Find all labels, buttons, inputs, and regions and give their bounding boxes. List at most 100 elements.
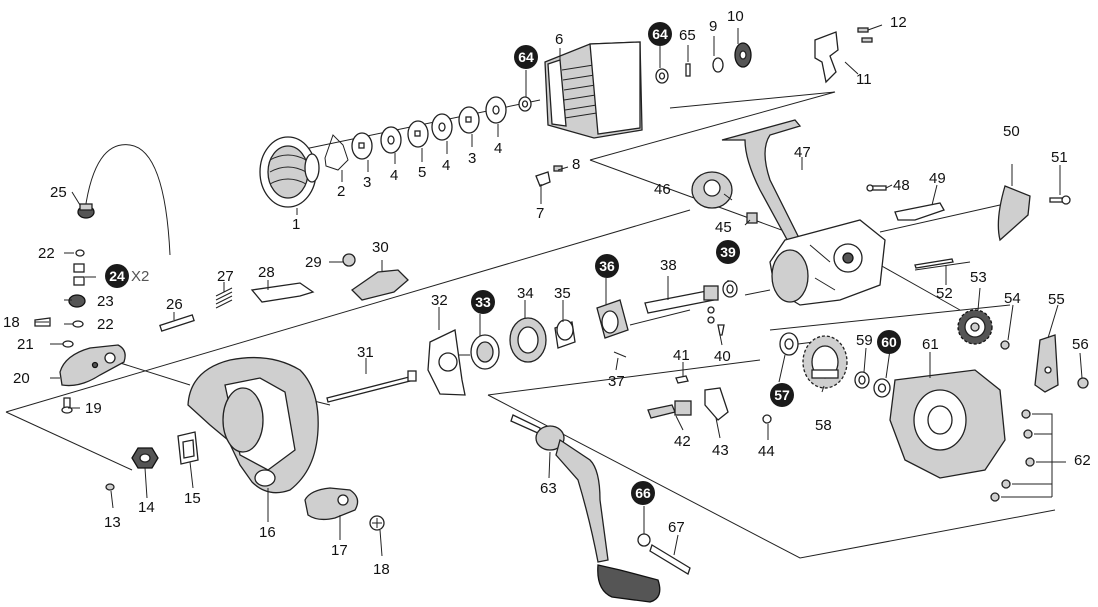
- part-number-labels: 1 2 3 4 5 4 3 4 6 7 8 9 10 11 12 67 25 2…: [3, 8, 1091, 578]
- label-2: 2: [337, 183, 345, 200]
- label-3a: 3: [363, 174, 371, 191]
- badges: 64 64 65 24 33 36 39 57 60: [105, 22, 901, 505]
- label-9: 9: [709, 18, 717, 35]
- label-46: 46: [654, 181, 671, 198]
- label-1: 1: [292, 216, 300, 233]
- label-61: 61: [922, 336, 939, 353]
- washer-9: [712, 57, 724, 73]
- spool-knob-1: [259, 136, 320, 208]
- label-51: 51: [1051, 149, 1068, 166]
- pin-52: [914, 258, 954, 269]
- lever-55: [1034, 334, 1059, 393]
- screws-62: [990, 409, 1066, 502]
- label-41: 41: [673, 347, 690, 364]
- washer-54: [1000, 340, 1010, 350]
- bearing-60: [873, 378, 891, 398]
- label-18b: 18: [373, 561, 390, 578]
- svg-text:33: 33: [475, 294, 491, 310]
- label-65-text: 65: [679, 27, 696, 44]
- label-28: 28: [258, 264, 275, 281]
- label-12: 12: [890, 14, 907, 31]
- label-48: 48: [893, 177, 910, 194]
- label-34: 34: [517, 285, 534, 302]
- svg-text:39: 39: [720, 244, 736, 260]
- washer-64a: [655, 68, 669, 84]
- badge-36: 36: [595, 254, 619, 278]
- label-62: 62: [1074, 452, 1091, 469]
- label-30: 30: [372, 239, 389, 256]
- gear-10: [734, 42, 752, 68]
- label-40: 40: [714, 348, 731, 365]
- label-5: 5: [418, 164, 426, 181]
- cap-46: [691, 171, 733, 209]
- label-7: 7: [536, 205, 544, 222]
- label-19: 19: [85, 400, 102, 417]
- cover-50: [997, 185, 1031, 242]
- bearing-39: [722, 280, 738, 298]
- drag-washers: [351, 96, 532, 160]
- rotor-16: [187, 356, 319, 494]
- label-x2: X2: [131, 268, 149, 285]
- bail-small-parts: [34, 249, 86, 348]
- label-38: 38: [660, 257, 677, 274]
- label-26: 26: [166, 296, 183, 313]
- shaft-38: [644, 285, 719, 314]
- washer-59: [854, 371, 870, 389]
- bearing-33: [470, 334, 500, 370]
- badge-24: 24: [105, 264, 129, 288]
- label-22a: 22: [38, 245, 55, 262]
- label-59: 59: [856, 332, 873, 349]
- label-31: 31: [357, 344, 374, 361]
- clicker-spring-2: [324, 134, 349, 171]
- label-4c: 4: [494, 140, 502, 157]
- svg-text:66: 66: [635, 485, 651, 501]
- small-parts-41-44: [647, 375, 772, 424]
- svg-text:24: 24: [109, 268, 125, 284]
- nut-14: [131, 447, 159, 469]
- label-10: 10: [727, 8, 744, 25]
- collar-35: [554, 319, 576, 349]
- spring-37: [613, 351, 627, 358]
- label-27: 27: [217, 268, 234, 285]
- screw-18b: [369, 515, 385, 531]
- handle-bolt-66-67: [637, 533, 691, 575]
- label-42: 42: [674, 433, 691, 450]
- label-63: 63: [540, 480, 557, 497]
- label-6: 6: [555, 31, 563, 48]
- bail-arm-17: [304, 487, 359, 521]
- side-cover-61: [889, 369, 1006, 479]
- drive-gear-58: [802, 335, 848, 389]
- plate-32: [427, 329, 466, 396]
- label-47: 47: [794, 144, 811, 161]
- label-17: 17: [331, 542, 348, 559]
- label-22b: 22: [97, 316, 114, 333]
- label-3b: 3: [468, 150, 476, 167]
- label-56: 56: [1072, 336, 1089, 353]
- label-18a: 18: [3, 314, 20, 331]
- label-45: 45: [715, 219, 732, 236]
- label-14: 14: [138, 499, 155, 516]
- pin-48: [866, 184, 887, 192]
- main-shaft-31: [326, 370, 417, 403]
- badge-57: 57: [770, 383, 794, 407]
- svg-text:64: 64: [652, 26, 668, 42]
- washer-56: [1077, 377, 1089, 389]
- svg-text:36: 36: [599, 258, 615, 274]
- label-20: 20: [13, 370, 30, 387]
- label-52: 52: [936, 285, 953, 302]
- label-35: 35: [554, 285, 571, 302]
- washer-57: [779, 332, 799, 356]
- label-37: 37: [608, 373, 625, 390]
- oneway-clutch-36: [596, 299, 629, 339]
- label-11: 11: [856, 71, 872, 88]
- label-15: 15: [184, 490, 201, 507]
- screw-13: [105, 483, 115, 491]
- label-44: 44: [758, 443, 775, 460]
- label-58: 58: [815, 417, 832, 434]
- label-53: 53: [970, 269, 987, 286]
- badge-33: 33: [471, 290, 495, 314]
- bracket-11: [814, 31, 839, 84]
- lever-49: [894, 202, 945, 221]
- screws-40: [707, 306, 725, 336]
